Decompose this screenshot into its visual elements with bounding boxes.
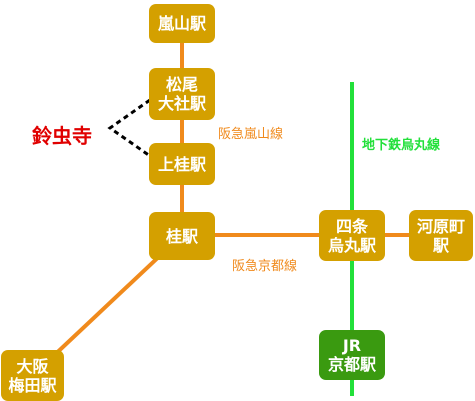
station-shijo-karasuma[interactable]: 四条 烏丸駅 [319, 210, 385, 261]
station-kawaramachi[interactable]: 河原町 駅 [409, 210, 473, 261]
station-matsuo-taisha[interactable]: 松尾 大社駅 [149, 68, 215, 120]
station-kamikatsura[interactable]: 上桂駅 [149, 143, 215, 185]
access-dotted-line [107, 98, 151, 158]
label-hankyu-arashiyama-line: 阪急嵐山線 [218, 127, 284, 142]
station-osaka-umeda[interactable]: 大阪 梅田駅 [1, 350, 64, 401]
label-subway-karasuma-line: 地下鉄烏丸線 [362, 138, 441, 153]
station-arashiyama[interactable]: 嵐山駅 [149, 4, 215, 43]
station-katsura[interactable]: 桂駅 [149, 212, 215, 260]
station-jr-kyoto[interactable]: JR 京都駅 [319, 330, 385, 380]
label-hankyu-kyoto-line: 阪急京都線 [232, 259, 298, 274]
landmark-suzumushi-dera[interactable]: 鈴虫寺 [32, 124, 92, 148]
